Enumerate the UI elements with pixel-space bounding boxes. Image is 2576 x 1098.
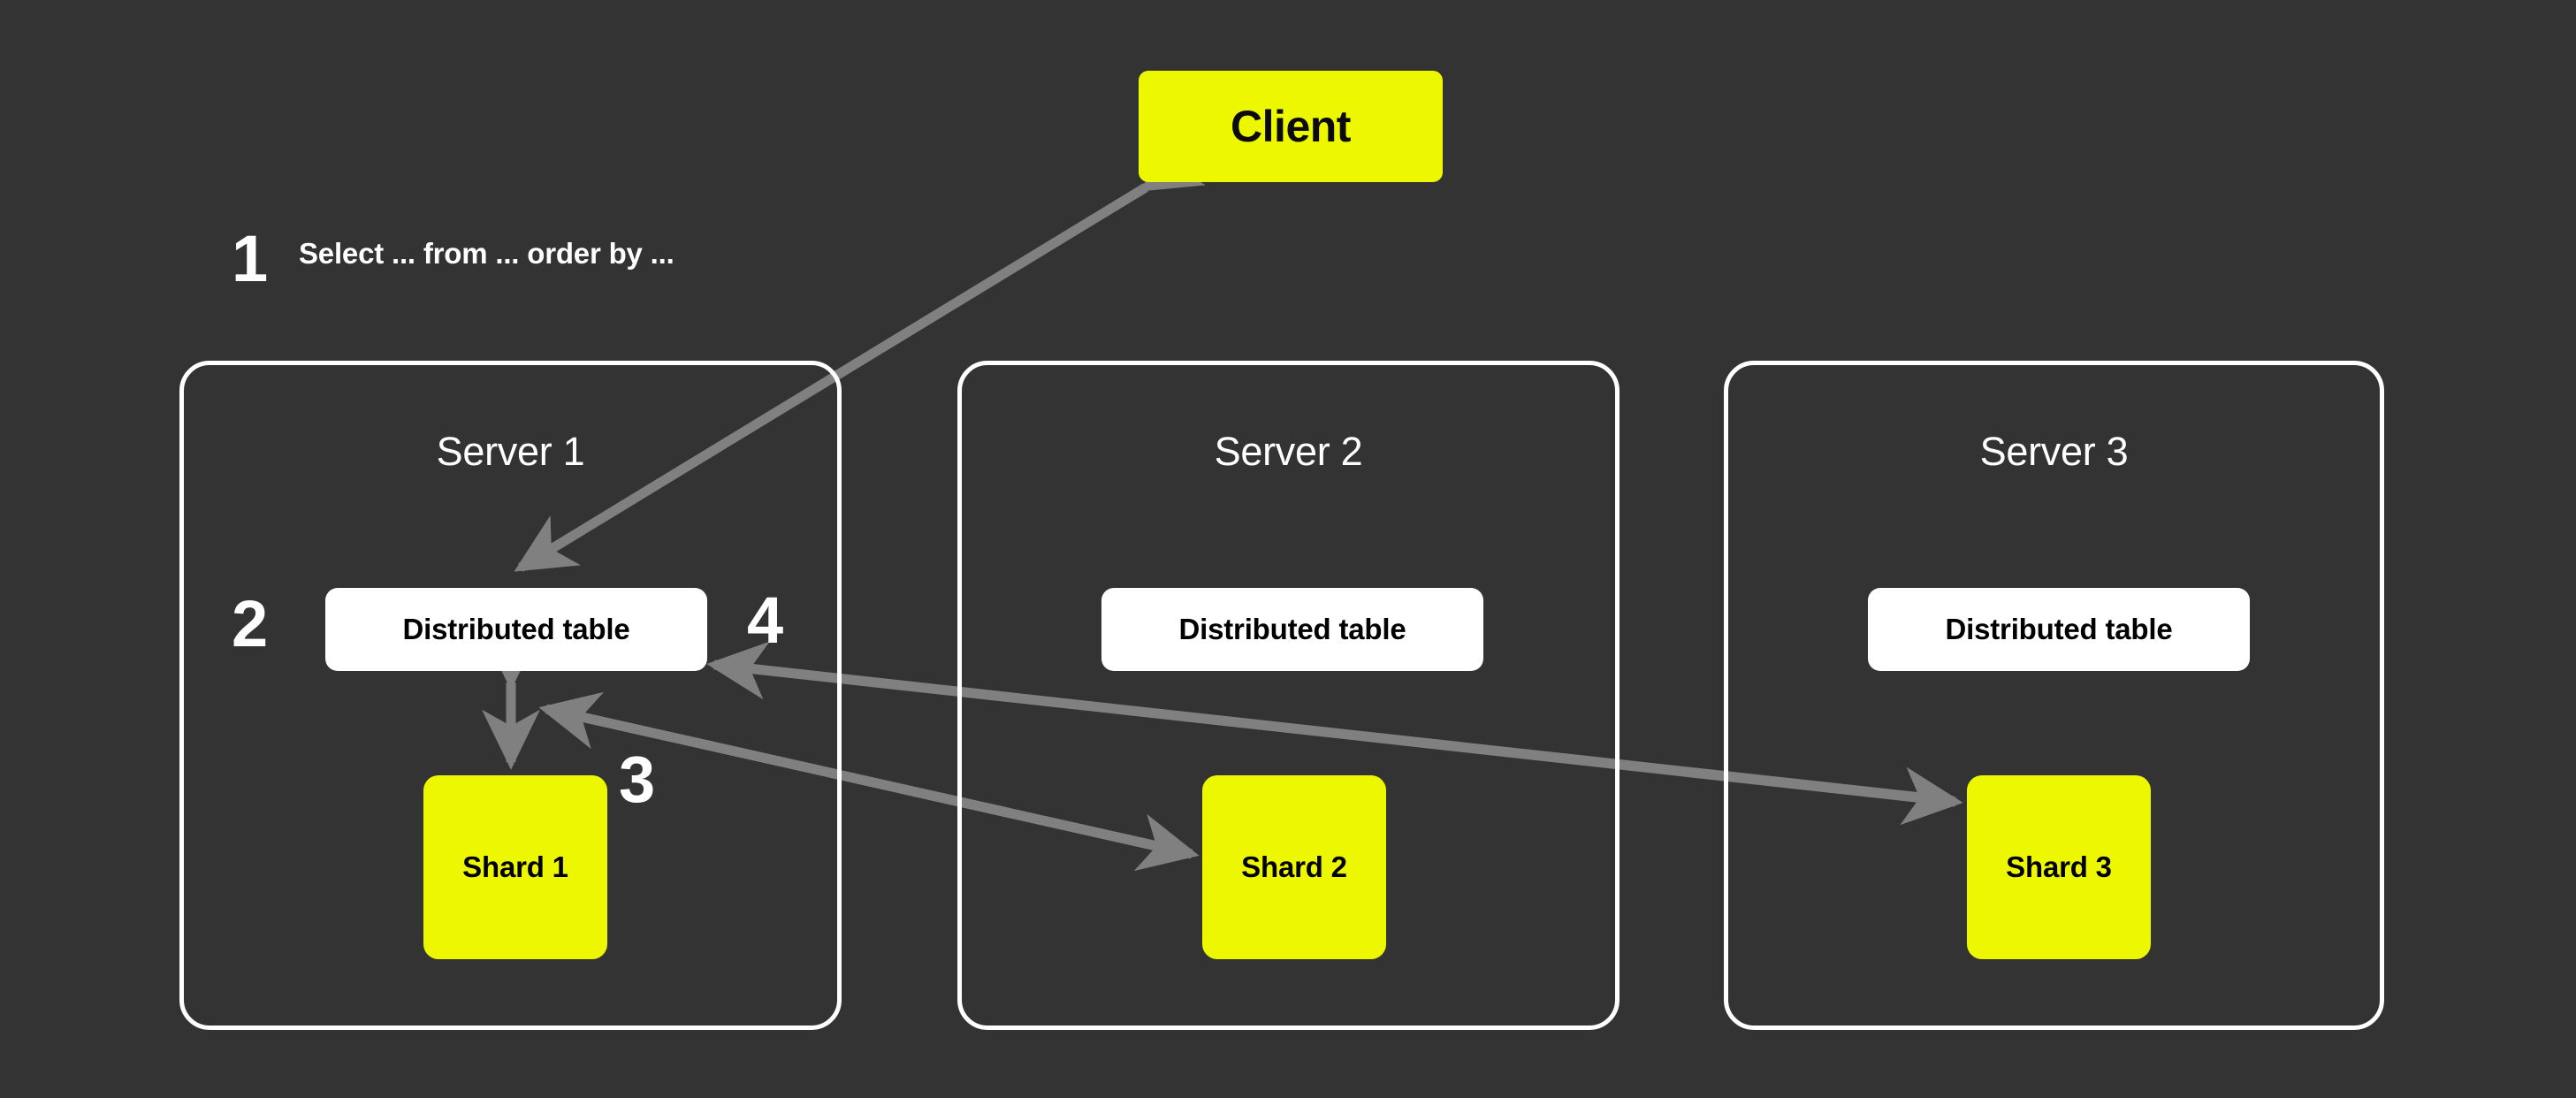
shard-label-3: Shard 3 (2006, 850, 2112, 883)
distributed-table-label-2: Distributed table (1178, 613, 1406, 645)
shard-label-2: Shard 2 (1241, 850, 1347, 883)
server-title-2: Server 2 (1214, 429, 1363, 474)
distributed-table-1[interactable]: Distributed table (325, 588, 707, 671)
step-number-1: 1 (232, 222, 269, 295)
query-text: Select ... from ... order by ... (299, 237, 674, 270)
shard-node-1[interactable]: Shard 1 (423, 775, 607, 959)
distributed-table-3[interactable]: Distributed table (1868, 588, 2250, 671)
client-node[interactable]: Client (1139, 71, 1443, 182)
distributed-table-label-1: Distributed table (402, 613, 630, 645)
shard-label-1: Shard 1 (462, 850, 568, 883)
shard-node-2[interactable]: Shard 2 (1202, 775, 1386, 959)
server-panel-1[interactable]: Server 1 Distributed table Shard 1 (179, 361, 842, 1030)
distributed-table-label-3: Distributed table (1945, 613, 2173, 645)
step-number-3: 3 (619, 743, 656, 816)
server-panel-3[interactable]: Server 3 Distributed table Shard 3 (1724, 361, 2384, 1030)
shard-node-3[interactable]: Shard 3 (1967, 775, 2151, 959)
step-number-4: 4 (747, 583, 784, 657)
step-number-2: 2 (232, 587, 269, 660)
server-title-1: Server 1 (436, 429, 585, 474)
server-title-3: Server 3 (1979, 429, 2129, 474)
client-label: Client (1231, 102, 1351, 151)
distributed-table-2[interactable]: Distributed table (1101, 588, 1483, 671)
server-panel-2[interactable]: Server 2 Distributed table Shard 2 (957, 361, 1620, 1030)
